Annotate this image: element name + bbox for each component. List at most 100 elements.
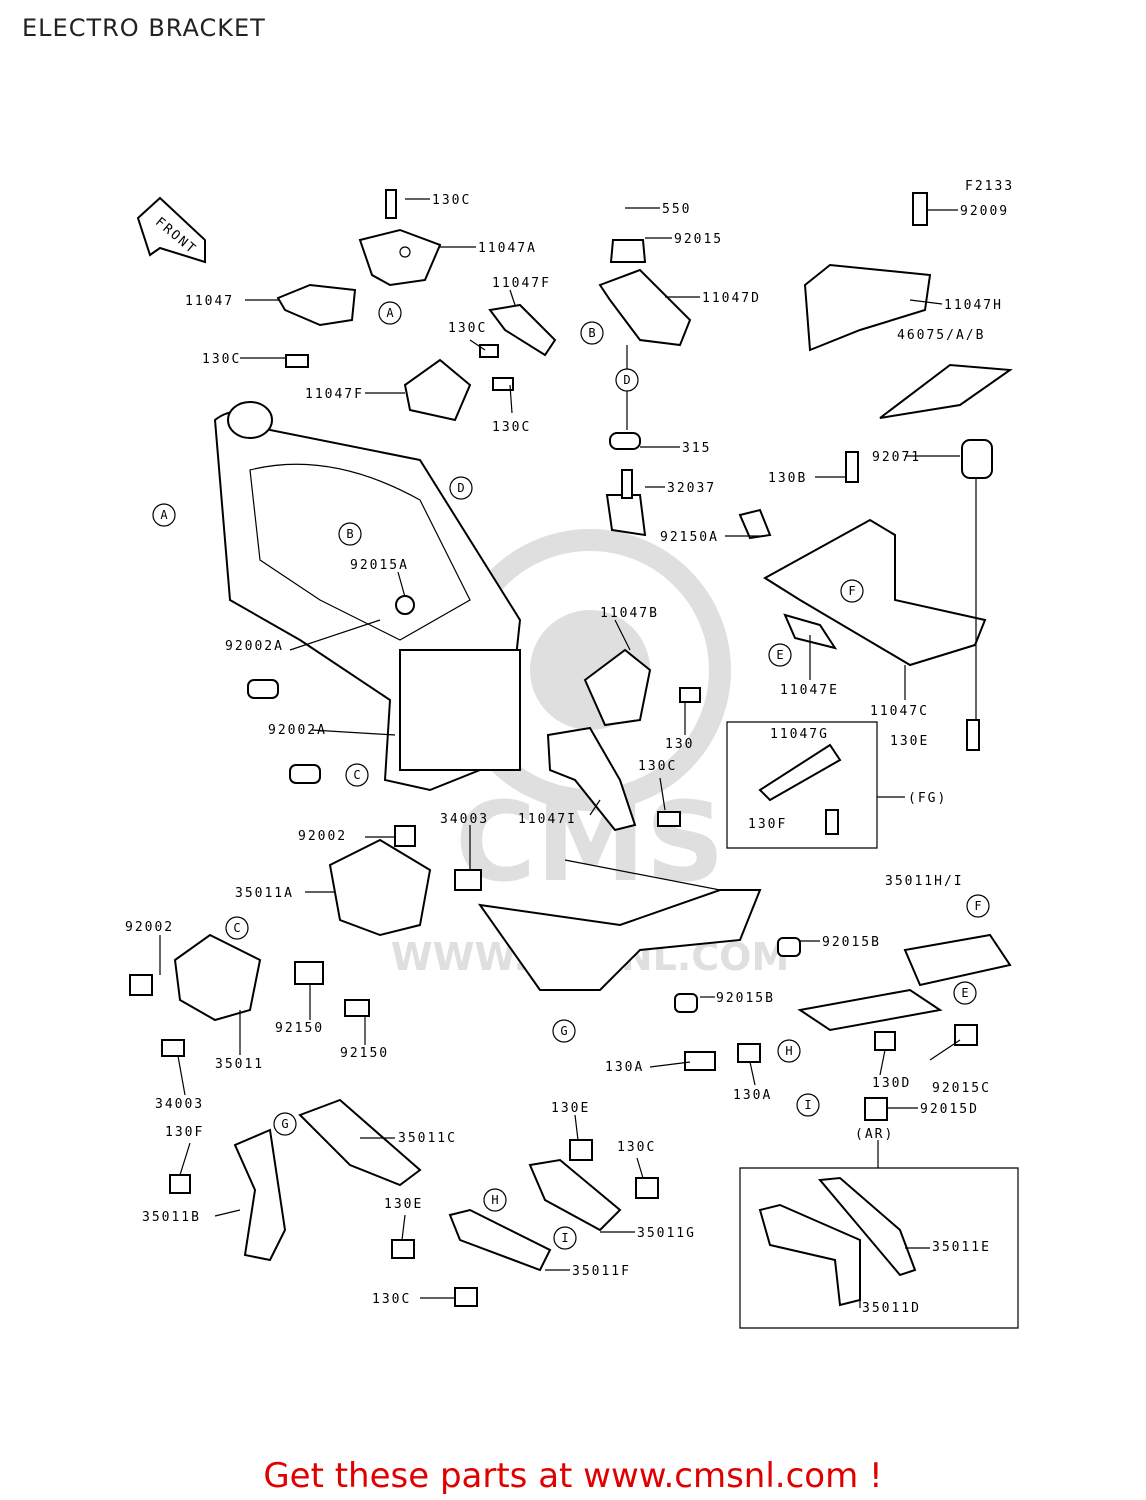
- part-label: 35011C: [398, 1131, 457, 1146]
- part-label: 11047H: [944, 298, 1003, 313]
- bracket-11047f-art: [403, 303, 557, 422]
- frame-art: [213, 401, 522, 792]
- bracket-35011b-art: [169, 1098, 422, 1262]
- part-label: 35011: [215, 1057, 264, 1072]
- part-label: 35011B: [142, 1210, 201, 1225]
- callout-letter: G: [560, 1024, 567, 1038]
- part-label: 130F: [165, 1125, 204, 1140]
- part-label: 11047I: [518, 812, 577, 827]
- part-label: 11047G: [770, 727, 829, 742]
- footer-shop-link[interactable]: Get these parts at www.cmsnl.com !: [263, 1456, 883, 1496]
- part-label: 130D: [872, 1076, 911, 1091]
- bracket-11047h-art: [803, 192, 1013, 483]
- part-label: 92015B: [716, 991, 775, 1006]
- bracket-35011a-art: [328, 825, 482, 937]
- callout-letter: H: [785, 1044, 792, 1058]
- callout-letter: F: [974, 899, 981, 913]
- callout-letter: C: [233, 921, 240, 935]
- part-labels: 130C 11047A 11047 130C 11047F 130C 11047…: [125, 193, 1009, 1316]
- callout-letter: A: [160, 508, 168, 522]
- part-label: 92015C: [932, 1081, 991, 1096]
- inset-fg-art: [726, 721, 878, 849]
- part-label: 550: [662, 202, 691, 217]
- bracket-35011h-art: [684, 933, 1012, 1121]
- part-label: 11047D: [702, 291, 761, 306]
- part-label: 92002: [298, 829, 347, 844]
- callout-letters: A A B B C C D D E E F F G G H H I I: [152, 301, 990, 1250]
- bracket-35011-art: [129, 933, 370, 1057]
- part-label: 130: [665, 737, 694, 752]
- callout-letter: G: [281, 1117, 288, 1131]
- part-label: (FG): [908, 791, 947, 806]
- part-label: 92071: [872, 450, 921, 465]
- part-label: 130E: [551, 1101, 590, 1116]
- part-label: 35011F: [572, 1264, 631, 1279]
- part-label: 92015: [674, 232, 723, 247]
- part-label: 92009: [960, 204, 1009, 219]
- part-label: 130A: [605, 1060, 644, 1075]
- callout-letter: A: [386, 306, 394, 320]
- page-title: ELECTRO BRACKET: [22, 14, 266, 42]
- callout-letter: D: [623, 373, 630, 387]
- part-label: 35011E: [932, 1240, 991, 1255]
- bracket-11047d-art: [598, 239, 692, 537]
- part-label: 92150: [340, 1046, 389, 1061]
- part-label: 34003: [440, 812, 489, 827]
- part-label: 11047C: [870, 704, 929, 719]
- part-label: 11047A: [478, 241, 537, 256]
- part-label: 130B: [768, 471, 807, 486]
- part-label: 92015A: [350, 558, 409, 573]
- bracket-11047-art: [276, 283, 357, 368]
- part-label: 34003: [155, 1097, 204, 1112]
- part-label: 130C: [432, 193, 471, 208]
- part-label: 130A: [733, 1088, 772, 1103]
- part-label: 92002A: [225, 639, 284, 654]
- part-label: 92002: [125, 920, 174, 935]
- inset-ar-art: [739, 1167, 1019, 1329]
- bracket-11047c-art: [738, 508, 987, 751]
- part-label: 11047: [185, 294, 234, 309]
- part-label: 130C: [448, 321, 487, 336]
- callout-letter: H: [491, 1193, 498, 1207]
- callout-letter: E: [961, 986, 968, 1000]
- part-label: 11047F: [305, 387, 364, 402]
- part-label: 92015B: [822, 935, 881, 950]
- part-label: 130C: [638, 759, 677, 774]
- bracket-35011g-art: [391, 1139, 659, 1307]
- front-arrow: FRONT: [136, 196, 206, 264]
- callout-letter: C: [353, 768, 360, 782]
- callout-letter: I: [561, 1231, 568, 1245]
- part-label: 35011G: [637, 1226, 696, 1241]
- part-label: 32037: [667, 481, 716, 496]
- part-label: 92150: [275, 1021, 324, 1036]
- part-label: 35011H/I: [885, 874, 964, 889]
- part-label: 35011D: [862, 1301, 921, 1316]
- bracket-11047a-art: [358, 189, 442, 287]
- callout-letter: D: [457, 481, 464, 495]
- part-label: 92150A: [660, 530, 719, 545]
- bracket-11047b-art: [546, 648, 701, 832]
- callout-letter: I: [804, 1098, 811, 1112]
- part-label: 11047F: [492, 276, 551, 291]
- part-label: 315: [682, 441, 711, 456]
- part-label: 130C: [202, 352, 241, 367]
- part-label: 11047B: [600, 606, 659, 621]
- leader-lines: [159, 198, 977, 1308]
- figure-code: F2133: [965, 179, 1014, 194]
- part-label: 130E: [384, 1197, 423, 1212]
- callout-letter: B: [346, 527, 353, 541]
- callout-letter: E: [776, 648, 783, 662]
- callout-letter: B: [588, 326, 595, 340]
- part-label: 92015D: [920, 1102, 979, 1117]
- part-label: 130C: [372, 1292, 411, 1307]
- subframe-art: [477, 859, 801, 1013]
- part-label: 92002A: [268, 723, 327, 738]
- part-label: 46075/A/B: [897, 328, 985, 343]
- part-label: 130C: [492, 420, 531, 435]
- part-label: 11047E: [780, 683, 839, 698]
- part-label: 35011A: [235, 886, 294, 901]
- part-label: 130C: [617, 1140, 656, 1155]
- callout-letter: F: [848, 584, 855, 598]
- part-label: (AR): [855, 1127, 894, 1142]
